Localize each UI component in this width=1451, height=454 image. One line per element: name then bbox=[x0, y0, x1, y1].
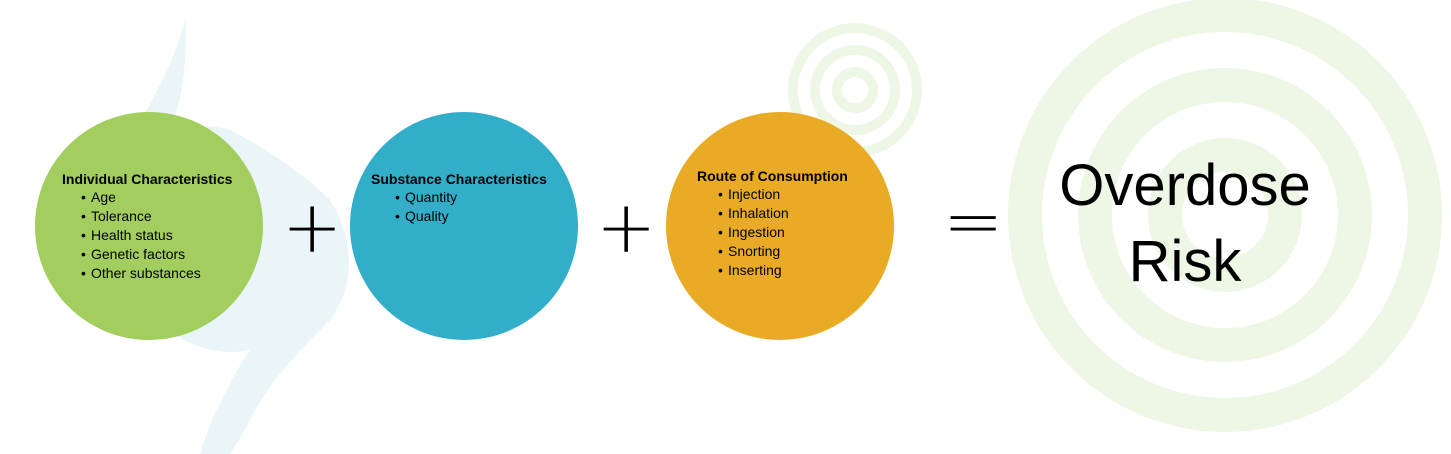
list-item: •Inhalation bbox=[718, 205, 789, 221]
equals-operator: = bbox=[943, 179, 1004, 263]
list-item: •Tolerance bbox=[81, 208, 152, 224]
list-item: •Injection bbox=[718, 186, 781, 202]
list-item: •Quantity bbox=[395, 189, 458, 205]
result-line-1: Overdose bbox=[1059, 153, 1311, 218]
factor-list: •Quantity •Quality bbox=[371, 188, 547, 226]
list-item: •Ingestion bbox=[718, 224, 785, 240]
circle-title: Route of Consumption bbox=[697, 168, 848, 184]
factor-list: •Age •Tolerance •Health status •Genetic … bbox=[62, 188, 232, 283]
route-of-consumption-circle bbox=[666, 112, 894, 340]
result-line-2: Risk bbox=[1128, 229, 1242, 294]
overdose-risk-result: Overdose Risk bbox=[1020, 148, 1350, 300]
plus-operator: + bbox=[282, 185, 343, 269]
list-item: •Other substances bbox=[81, 265, 201, 281]
substance-characteristics-circle bbox=[350, 112, 578, 340]
list-item: •Inserting bbox=[718, 262, 782, 278]
factor-list: •Injection •Inhalation •Ingestion •Snort… bbox=[697, 185, 848, 280]
list-item: •Age bbox=[81, 189, 116, 205]
individual-characteristics-circle bbox=[35, 112, 263, 340]
individual-characteristics-content: Individual Characteristics •Age •Toleran… bbox=[62, 171, 232, 283]
list-item: •Snorting bbox=[718, 243, 781, 259]
list-item: •Genetic factors bbox=[81, 246, 186, 262]
circle-title: Substance Characteristics bbox=[371, 171, 547, 187]
substance-characteristics-content: Substance Characteristics •Quantity •Qua… bbox=[371, 171, 547, 226]
list-item: •Quality bbox=[395, 208, 449, 224]
circle-title: Individual Characteristics bbox=[62, 171, 233, 187]
plus-operator: + bbox=[596, 185, 657, 269]
list-item: •Health status bbox=[81, 227, 173, 243]
large-spiral-watermark-icon bbox=[1008, 0, 1442, 432]
route-of-consumption-content: Route of Consumption •Injection •Inhalat… bbox=[697, 168, 848, 280]
